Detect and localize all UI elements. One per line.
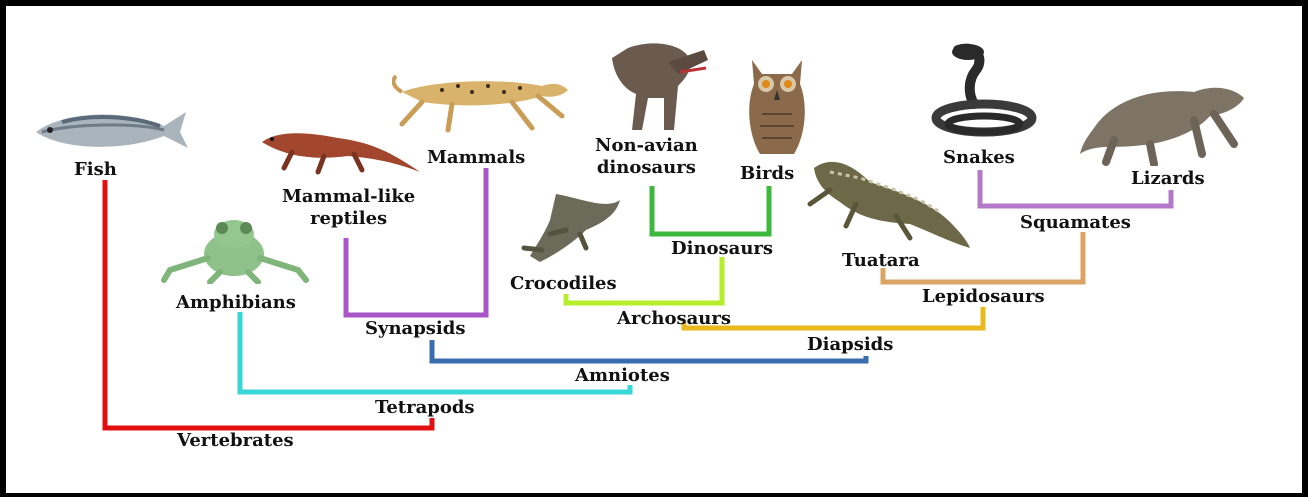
owl-image (744, 54, 810, 160)
label-lizards: Lizards (1131, 168, 1205, 190)
label-snakes: Snakes (943, 147, 1015, 169)
label-tuatara: Tuatara (842, 250, 920, 272)
label-vertebrates: Vertebrates (177, 430, 294, 452)
label-fish: Fish (74, 159, 117, 181)
cheetah-image (392, 72, 572, 136)
label-squamates: Squamates (1020, 212, 1131, 234)
label-birds: Birds (740, 163, 794, 185)
label-dinosaurs: Dinosaurs (671, 238, 773, 260)
label-non-avian-dinosaurs: Non-avian dinosaurs (595, 135, 698, 179)
label-synapsids: Synapsids (365, 318, 466, 340)
label-crocodiles: Crocodiles (510, 273, 617, 295)
label-amphibians: Amphibians (176, 292, 296, 314)
label-archosaurs: Archosaurs (617, 308, 731, 330)
label-diapsids: Diapsids (807, 334, 893, 356)
cobra-image (928, 40, 1038, 140)
label-mammal-like-reptiles: Mammal-like reptiles (282, 186, 415, 230)
tyrannosaurus-image (608, 38, 712, 134)
label-tetrapods: Tetrapods (375, 397, 475, 419)
fish-image (32, 104, 192, 154)
label-amniotes: Amniotes (575, 365, 670, 387)
komodo-dragon-image (1074, 74, 1248, 166)
branch-amniotes (432, 340, 866, 361)
label-lepidosaurs: Lepidosaurs (922, 286, 1045, 308)
crocodile-image (520, 190, 624, 270)
branch-dinosaurs (652, 186, 769, 234)
label-mammals: Mammals (427, 147, 525, 169)
